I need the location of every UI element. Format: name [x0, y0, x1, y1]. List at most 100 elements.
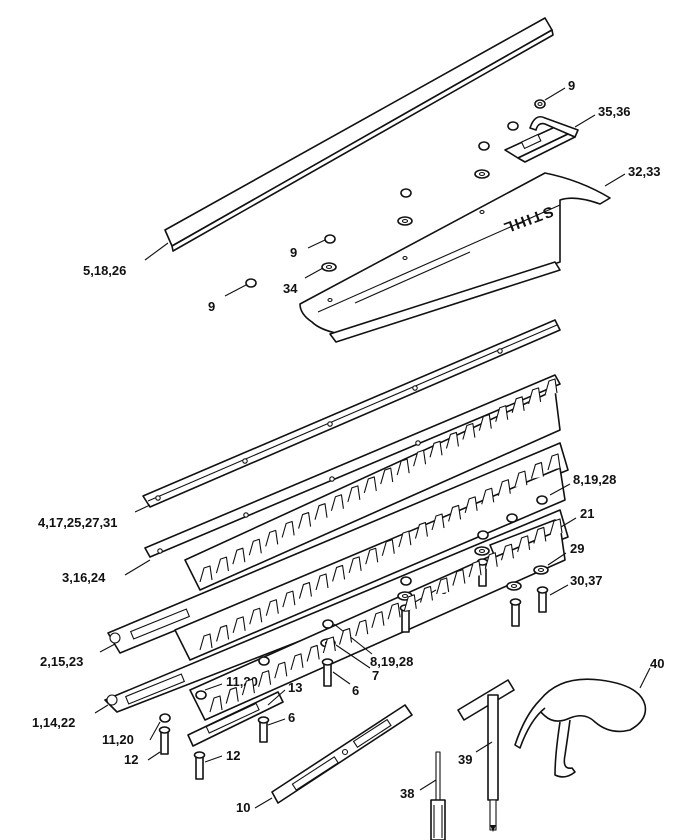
nut-11-20-b	[195, 690, 207, 700]
blade-strip	[142, 319, 561, 508]
cutter-tooth	[265, 529, 279, 547]
cutter-tooth	[248, 538, 262, 556]
cutter-tooth	[497, 479, 511, 496]
plate-10	[271, 704, 413, 804]
cutter-tooth	[478, 414, 492, 431]
guard-plate	[504, 115, 579, 163]
cutter-tooth	[232, 616, 246, 634]
cutter-tooth	[481, 487, 495, 505]
cutter-tooth	[468, 560, 482, 578]
cutter-tooth	[381, 539, 395, 556]
cutter-tooth	[306, 644, 320, 662]
callout-40: 40	[650, 656, 664, 671]
callout-8-19-28-lower: 8,19,28	[370, 654, 413, 669]
callout-12-center: 12	[226, 748, 240, 763]
plate-13	[187, 691, 284, 747]
callout-1-14-22: 1,14,22	[32, 715, 75, 730]
callout-5-18-26: 5,18,26	[83, 263, 126, 278]
nut-center-a	[400, 576, 412, 586]
callout-39: 39	[458, 752, 472, 767]
cutter-tooth	[528, 387, 542, 405]
callout-35-36: 35,36	[598, 104, 631, 119]
cutter-guard: STIHL	[299, 172, 611, 335]
nut-9-upper	[534, 99, 546, 109]
cutter-tooth	[413, 449, 427, 467]
callout-9-top: 9	[568, 78, 575, 93]
washer-29	[533, 565, 549, 575]
cutter-tooth	[332, 564, 346, 582]
cutter-tooth	[209, 695, 223, 713]
cutter-tooth	[549, 518, 563, 536]
nut-upper-a	[507, 121, 519, 131]
cutter-tooth	[232, 547, 246, 565]
cutter-tooth	[290, 653, 304, 671]
cutter-tooth	[282, 590, 296, 608]
callout-9-left: 9	[208, 299, 215, 314]
bolt-6-lower	[321, 658, 334, 687]
cutter-tooth	[429, 440, 443, 458]
cutter-tooth	[274, 661, 288, 679]
bolt-30-37	[536, 586, 549, 613]
cutter-tooth	[387, 602, 401, 620]
cutter-tooth	[452, 569, 466, 586]
cutter-tooth	[530, 462, 544, 479]
cutter-tooth	[199, 633, 213, 651]
cutter-tooth	[298, 582, 312, 599]
safety-glasses	[514, 678, 647, 778]
callout-13: 13	[288, 680, 302, 695]
cutter-tooth	[380, 467, 394, 485]
washer-upper	[474, 169, 490, 179]
cutter-tooth	[298, 512, 312, 529]
cutter-tooth	[241, 678, 255, 696]
bolt-12-b	[193, 751, 206, 780]
cutter-tooth	[398, 530, 412, 548]
callout-4-17-25-27-31: 4,17,25,27,31	[38, 515, 118, 530]
cutter-tooth	[314, 503, 328, 520]
cutter-tooth	[315, 573, 329, 591]
cutter-tooth	[347, 485, 361, 503]
cutter-tooth	[495, 405, 509, 422]
nut-11-20-c	[159, 713, 171, 723]
cutter-tooth	[225, 687, 239, 704]
cutter-tooth	[330, 494, 344, 511]
cutter-tooth	[500, 543, 514, 561]
callout-9-mid: 9	[290, 245, 297, 260]
callout-3-16-24: 3,16,24	[62, 570, 106, 585]
callout-10: 10	[236, 800, 250, 815]
cutter-tooth	[514, 470, 528, 488]
upper-blade-teeth	[199, 378, 558, 583]
cutter-tooth	[414, 522, 428, 539]
callout-6-lower: 6	[352, 683, 359, 698]
cutter-tooth	[365, 547, 379, 565]
bottom-blade-teeth	[209, 518, 563, 713]
cutter-tooth	[448, 504, 462, 522]
callout-6-small: 6	[288, 710, 295, 725]
callout-8-19-28-upper: 8,19,28	[573, 472, 616, 487]
cutter-tooth	[484, 552, 498, 569]
cutter-tooth	[431, 513, 445, 531]
cutter-tooth	[396, 458, 410, 476]
nut-mid	[400, 188, 412, 198]
callout-labels: 9 35,36 32,33 5,18,26 9 34 9 4,17,25,27,…	[32, 78, 664, 815]
cutter-tooth	[338, 628, 353, 645]
cutter-tooth	[464, 496, 478, 514]
cutter-tooth	[199, 565, 213, 583]
nut-8-19-28	[536, 495, 548, 505]
lower-blade-teeth	[199, 453, 561, 651]
callout-34: 34	[283, 281, 298, 296]
cutter-tooth	[355, 619, 369, 637]
bolt-right-lower	[509, 598, 522, 627]
cutter-tooth	[265, 599, 279, 616]
cutter-tooth	[348, 556, 362, 574]
guard-spacer	[329, 261, 561, 343]
cutter-tooth	[517, 535, 531, 553]
callout-38: 38	[400, 786, 414, 801]
washer-34	[321, 262, 337, 272]
callout-2-15-23: 2,15,23	[40, 654, 83, 669]
cutter-tooth	[533, 526, 547, 544]
cutter-tooth	[322, 636, 336, 654]
cutter-tooth	[547, 453, 561, 471]
cutter-tooth	[511, 396, 525, 413]
cutter-tooth	[403, 594, 417, 612]
nut-11-20-a	[258, 656, 270, 666]
